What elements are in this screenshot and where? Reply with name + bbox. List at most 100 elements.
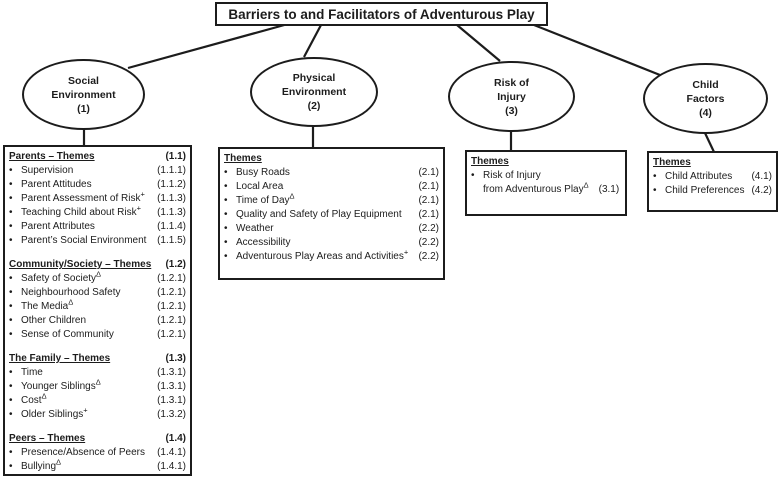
theme-item: • Teaching Child about Risk+ (1.1.3) <box>9 203 186 220</box>
edge-title-to-child-factors <box>533 23 666 79</box>
theme-label-text: Weather <box>236 223 274 234</box>
theme-label: The MediaΔ <box>21 298 157 314</box>
theme-superscript: Δ <box>289 191 295 201</box>
node-child-factors: Child Factors (4) <box>643 63 768 134</box>
bullet-icon: • <box>471 170 475 181</box>
bullet-icon: • <box>224 251 228 262</box>
theme-number: (1.3.2) <box>157 409 186 420</box>
section-header-label: Themes <box>653 157 691 168</box>
node-number: (3) <box>505 104 518 117</box>
theme-label-text: Local Area <box>236 181 284 192</box>
theme-label: Neighbourhood Safety <box>21 286 157 300</box>
node-label-line2: Injury <box>497 90 526 103</box>
theme-label-text: Cost <box>21 395 42 406</box>
theme-label-text: The Media <box>21 301 69 312</box>
section-header: Community/Society – Themes (1.2) <box>9 258 186 272</box>
theme-superscript: Δ <box>583 180 589 190</box>
theme-item: • Parent Assessment of Risk+ (1.1.3) <box>9 190 186 206</box>
theme-item: • Child Attributes (4.1) <box>653 170 772 184</box>
section-header-number: (1.1) <box>165 151 186 162</box>
theme-item: • Local Area (2.1) <box>224 180 439 194</box>
theme-item: • Accessibility (2.2) <box>224 236 439 250</box>
theme-label-text: Safety of Society <box>21 273 97 284</box>
edge-child-factors-to-box <box>704 132 715 153</box>
theme-superscript: + <box>83 405 88 415</box>
theme-label-text: Time <box>21 367 43 378</box>
theme-superscript: + <box>136 203 142 213</box>
section-parents: Parents – Themes (1.1) • Supervision (1.… <box>9 150 186 248</box>
theme-label: Sense of Community <box>21 328 157 342</box>
theme-number: (3.1) <box>598 184 620 195</box>
node-label-line2: Factors <box>686 92 725 105</box>
theme-item: • Adventurous Play Areas and Activities+… <box>224 247 439 264</box>
theme-item: • Parent Attributes (1.1.4) <box>9 220 186 234</box>
bullet-icon: • <box>224 167 228 178</box>
theme-label-text: Parent Assessment of Risk <box>21 193 141 204</box>
theme-number: (1.1.1) <box>157 165 186 176</box>
bullet-icon: • <box>9 221 13 232</box>
theme-superscript: Δ <box>95 377 101 387</box>
theme-label-text: Parent’s Social Environment <box>21 235 147 246</box>
theme-label-text: Younger Siblings <box>21 381 96 392</box>
theme-number: (2.2) <box>418 251 439 262</box>
theme-label: Other Children <box>21 314 157 328</box>
bullet-icon: • <box>9 301 13 312</box>
theme-number: (2.1) <box>418 167 439 178</box>
theme-item: • Other Children (1.2.1) <box>9 314 186 328</box>
theme-label-text: Other Children <box>21 315 87 326</box>
theme-number: (1.1.2) <box>157 179 186 190</box>
theme-label-text: Busy Roads <box>236 167 290 178</box>
theme-number: (1.2.1) <box>157 329 186 340</box>
theme-superscript: Δ <box>41 391 47 401</box>
theme-superscript: + <box>403 247 409 257</box>
theme-label: Accessibility <box>236 236 418 250</box>
section-header: Themes <box>224 152 439 166</box>
bullet-icon: • <box>9 179 13 190</box>
section-header-label: Themes <box>471 156 509 167</box>
bullet-icon: • <box>224 223 228 234</box>
theme-item: • Weather (2.2) <box>224 222 439 236</box>
theme-label: Presence/Absence of Peers <box>21 446 157 460</box>
node-number: (4) <box>699 106 712 119</box>
theme-label: Safety of SocietyΔ <box>21 270 157 286</box>
theme-label-text: Sense of Community <box>21 329 114 340</box>
diagram-title: Barriers to and Facilitators of Adventur… <box>215 2 548 26</box>
theme-item: • Risk of Injury <box>471 169 621 183</box>
section-header: Themes <box>653 156 772 170</box>
theme-list: • Busy Roads (2.1) • Local Area (2.1) • … <box>224 166 439 264</box>
theme-item: • Busy Roads (2.1) <box>224 166 439 180</box>
section-header: The Family – Themes (1.3) <box>9 352 186 366</box>
theme-label: Time <box>21 366 157 380</box>
section-header-label: The Family – Themes <box>9 353 111 364</box>
theme-label: Child Preferences <box>665 184 751 198</box>
node-label-line1: Child <box>692 78 719 91</box>
theme-item: • Parent Attitudes (1.1.2) <box>9 178 186 192</box>
theme-label: from Adventurous PlayΔ <box>483 180 589 197</box>
section-the-family: The Family – Themes (1.3) • Time (1.3.1)… <box>9 352 186 422</box>
theme-number: (1.2.1) <box>157 301 186 312</box>
node-label-line1: Social <box>68 74 99 87</box>
theme-label: Weather <box>236 222 418 236</box>
edge-title-to-physical-environment <box>303 24 322 58</box>
theme-number: (2.1) <box>418 195 439 206</box>
node-physical-environment: Physical Environment (2) <box>250 57 378 127</box>
bullet-icon: • <box>9 381 13 392</box>
theme-label-text: Child Preferences <box>665 185 745 196</box>
theme-number: (1.3.1) <box>157 367 186 378</box>
bullet-icon: • <box>9 409 13 420</box>
theme-label: Child Attributes <box>665 170 751 184</box>
theme-label-text: Teaching Child about Risk <box>21 207 137 218</box>
bullet-icon: • <box>9 461 13 472</box>
section-header-number: (1.3) <box>165 353 186 364</box>
theme-number: (2.2) <box>418 223 439 234</box>
bullet-icon: • <box>653 185 657 196</box>
bullet-icon: • <box>9 235 13 246</box>
theme-label-text: Parent Attributes <box>21 221 95 232</box>
bullet-icon: • <box>9 287 13 298</box>
bullet-icon: • <box>9 329 13 340</box>
theme-item: • BullyingΔ (1.4.1) <box>9 458 186 474</box>
theme-number: (1.2.1) <box>157 287 186 298</box>
theme-label: Parent Attributes <box>21 220 157 234</box>
theme-item: • Time of DayΔ (2.1) <box>224 191 439 208</box>
